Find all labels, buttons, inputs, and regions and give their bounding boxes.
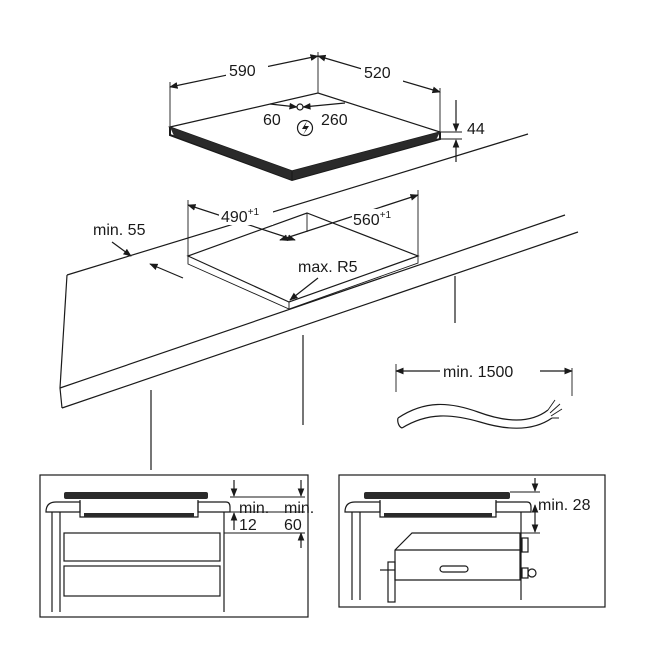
hob-illustration: 60 260 590 520 44 bbox=[167, 52, 485, 182]
worktop-front-top bbox=[59, 214, 566, 389]
oven-handle bbox=[439, 565, 469, 573]
gap-oven-label: min. 28 bbox=[538, 497, 591, 514]
oven-knob bbox=[527, 568, 537, 578]
drawer-2 bbox=[63, 565, 221, 597]
edge-min-label: min. 55 bbox=[93, 222, 146, 239]
corner-radius-arrow bbox=[289, 277, 319, 301]
section-oven: min. 28 bbox=[338, 474, 606, 608]
conn-left-label: 60 bbox=[263, 112, 281, 129]
worktop-front-end bbox=[59, 387, 63, 409]
connection-point bbox=[296, 103, 304, 111]
cable-wire-bottom bbox=[401, 415, 553, 429]
oven-knob-top bbox=[521, 537, 529, 553]
hob-body-base bbox=[84, 513, 194, 517]
hob-edge-fill bbox=[170, 127, 440, 180]
oven-body bbox=[394, 532, 521, 581]
cable-end-left bbox=[397, 417, 403, 429]
dim-cut-depth bbox=[279, 194, 419, 241]
cable-wire-top bbox=[397, 403, 549, 421]
hob-height-label: 44 bbox=[467, 121, 485, 138]
dim-260-arrow bbox=[302, 102, 346, 110]
section-drawers-frame bbox=[39, 474, 309, 618]
hob-section-2 bbox=[364, 492, 510, 499]
cable-length-label: min. 1500 bbox=[443, 364, 513, 381]
hob-width-label: 590 bbox=[229, 63, 256, 80]
worktop-front-bottom bbox=[61, 231, 579, 409]
oven-knob-bottom bbox=[521, 567, 529, 579]
worktop-left-edge bbox=[45, 501, 81, 513]
worktop-right-edge bbox=[197, 501, 231, 513]
hob-body-base-2 bbox=[384, 513, 492, 517]
worktop-left-end bbox=[59, 274, 68, 389]
section-drawers: min. 12 min. 60 bbox=[39, 474, 314, 618]
hob-depth-label: 520 bbox=[364, 65, 391, 82]
gap-top-label-b: 12 bbox=[239, 517, 257, 534]
drawer-1 bbox=[63, 532, 221, 562]
dim-60-arrow bbox=[269, 102, 298, 110]
cutout-width-label: 490+1 bbox=[221, 207, 260, 226]
corner-radius-label: max. R5 bbox=[298, 259, 358, 276]
cable-wire-strands bbox=[547, 399, 563, 419]
edge-min-arrow-2 bbox=[149, 263, 184, 279]
gap-top-label-a: min. bbox=[239, 500, 269, 517]
worktop-right-edge-2 bbox=[495, 501, 532, 513]
section-oven-frame bbox=[338, 474, 606, 608]
lightning-bolt-icon bbox=[296, 119, 314, 137]
conn-right-label: 260 bbox=[321, 112, 348, 129]
worktop-back-edge bbox=[66, 133, 529, 276]
hob-section bbox=[64, 492, 208, 499]
cutout-depth-label: 560+1 bbox=[353, 210, 392, 229]
oven-side-bracket bbox=[387, 561, 396, 603]
worktop-left-edge-2 bbox=[344, 501, 381, 513]
cable-illustration: min. 1500 bbox=[395, 364, 573, 429]
edge-min-arrow-1 bbox=[111, 241, 132, 257]
worktop-illustration: 490+1 560+1 min. 55 max. R5 bbox=[59, 133, 579, 470]
gap-drawer-label-b: 60 bbox=[284, 517, 302, 534]
gap-drawer-label-a: min. bbox=[284, 500, 314, 517]
